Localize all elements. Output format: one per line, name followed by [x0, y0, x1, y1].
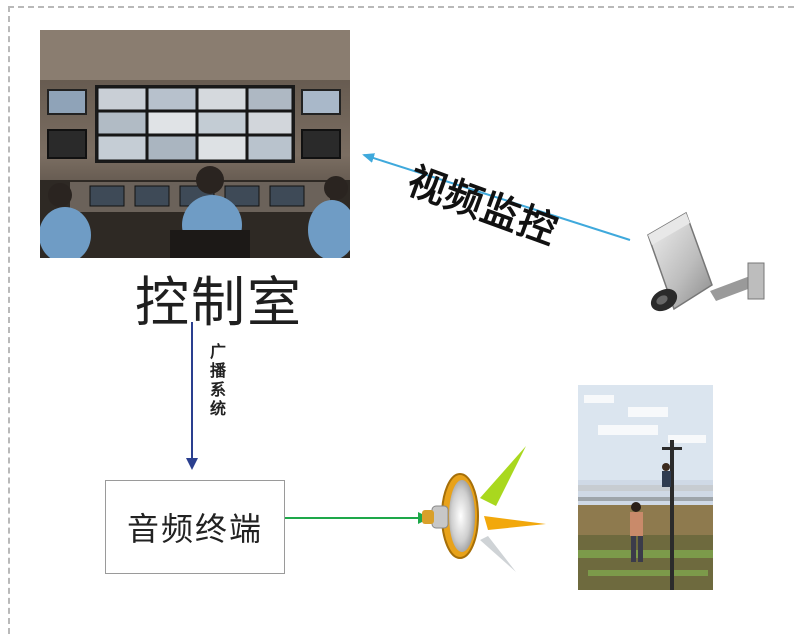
control-room-photo	[40, 30, 350, 258]
control-room-label: 控制室	[135, 271, 303, 334]
dashed-frame-top	[8, 6, 794, 8]
video-monitoring-arrow	[362, 153, 631, 241]
audio-terminal-label: 音频终端	[126, 510, 263, 548]
audio-terminal-box: 音频终端	[105, 480, 285, 574]
broadcast-system-label: 广播系统	[209, 342, 226, 418]
horn-speaker-icon	[418, 440, 548, 580]
surveillance-camera-icon	[630, 205, 770, 323]
dashed-frame-left	[8, 6, 10, 634]
outdoor-site-photo	[578, 385, 713, 590]
